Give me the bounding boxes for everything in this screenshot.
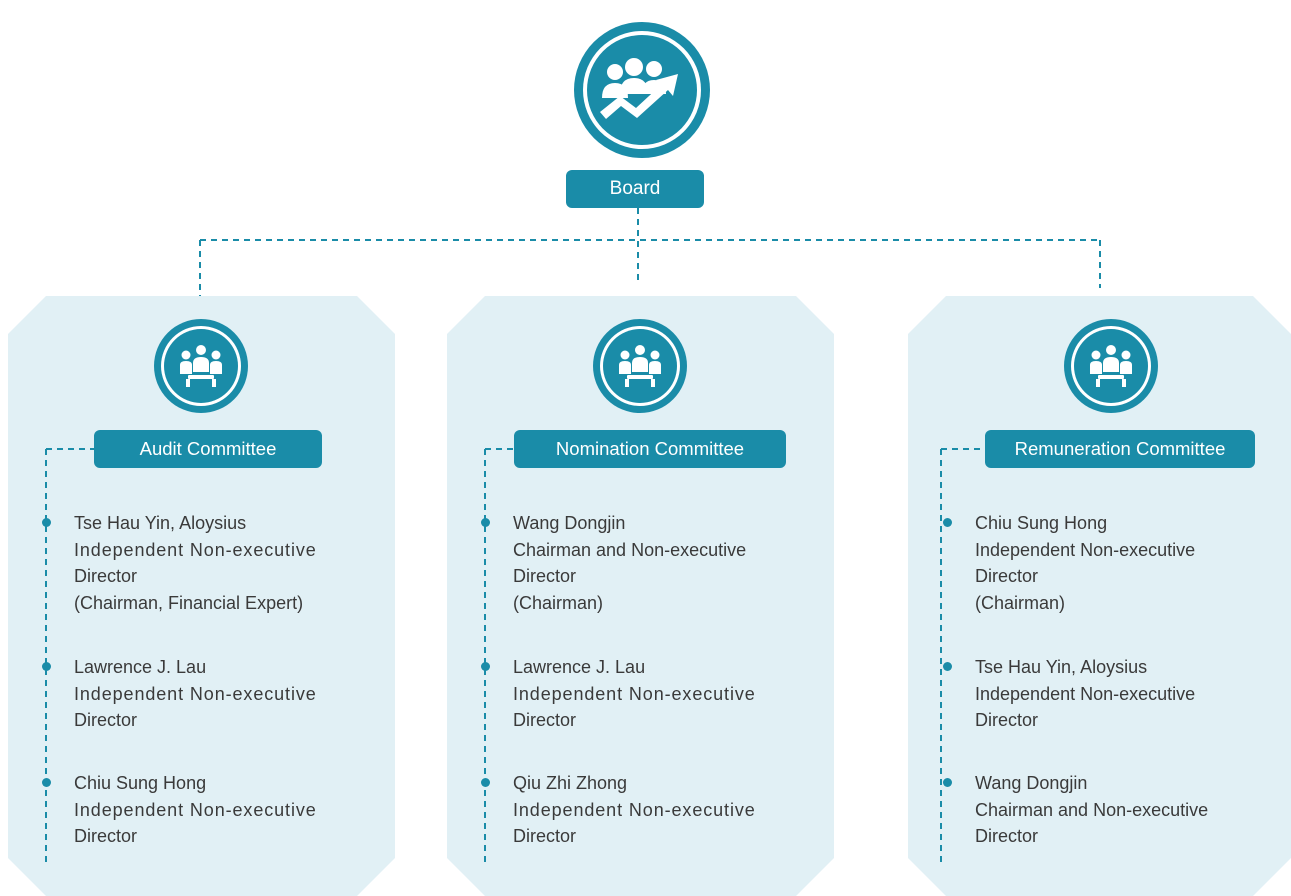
member-note: (Chairman) bbox=[513, 592, 604, 613]
member-role: Independent Non-executive bbox=[975, 539, 1196, 560]
member-title: Director bbox=[74, 826, 138, 846]
bullet-dot bbox=[481, 778, 490, 787]
member-item: Tse Hau Yin, Aloysius Independent Non-ex… bbox=[42, 510, 317, 616]
member-name: Chiu Sung Hong bbox=[975, 513, 1108, 533]
member-item: Lawrence J. Lau Independent Non-executiv… bbox=[481, 654, 756, 734]
member-name: Tse Hau Yin, Aloysius bbox=[74, 513, 247, 533]
committee-meeting-icon bbox=[1063, 318, 1159, 414]
committee-title: Remuneration Committee bbox=[985, 430, 1255, 468]
member-role: Independent Non-executive bbox=[513, 683, 756, 704]
member-name: Tse Hau Yin, Aloysius bbox=[975, 657, 1148, 677]
member-name: Lawrence J. Lau bbox=[74, 657, 207, 677]
member-title: Director bbox=[975, 566, 1039, 586]
member-name: Wang Dongjin bbox=[513, 513, 626, 533]
committee-meeting-icon bbox=[592, 318, 688, 414]
member-name: Lawrence J. Lau bbox=[513, 657, 646, 677]
remuneration-committee-panel: Remuneration Committee Chiu Sung Hong In… bbox=[908, 296, 1291, 896]
member-title: Director bbox=[74, 710, 138, 730]
member-role: Independent Non-executive bbox=[74, 799, 317, 820]
member-item: Wang Dongjin Chairman and Non-executive … bbox=[943, 770, 1209, 850]
member-item: Wang Dongjin Chairman and Non-executive … bbox=[481, 510, 747, 616]
member-title: Director bbox=[975, 826, 1039, 846]
member-item: Lawrence J. Lau Independent Non-executiv… bbox=[42, 654, 317, 734]
member-title: Director bbox=[513, 566, 577, 586]
team-growth-icon bbox=[572, 20, 712, 160]
member-name: Qiu Zhi Zhong bbox=[513, 773, 628, 793]
member-note: (Chairman) bbox=[975, 592, 1066, 613]
member-role: Chairman and Non-executive bbox=[513, 539, 747, 560]
member-connector-line bbox=[940, 448, 985, 866]
member-title: Director bbox=[975, 710, 1039, 730]
member-item: Chiu Sung Hong Independent Non-executive… bbox=[42, 770, 317, 850]
member-item: Qiu Zhi Zhong Independent Non-executive … bbox=[481, 770, 756, 850]
bullet-dot bbox=[481, 518, 490, 527]
bullet-dot bbox=[42, 662, 51, 671]
bullet-dot bbox=[481, 662, 490, 671]
bullet-dot bbox=[943, 518, 952, 527]
member-title: Director bbox=[513, 710, 577, 730]
bullet-dot bbox=[943, 662, 952, 671]
member-item: Tse Hau Yin, Aloysius Independent Non-ex… bbox=[943, 654, 1196, 734]
member-title: Director bbox=[74, 566, 138, 586]
bullet-dot bbox=[42, 518, 51, 527]
member-role: Independent Non-executive bbox=[975, 683, 1196, 704]
member-title: Director bbox=[513, 826, 577, 846]
member-name: Wang Dongjin bbox=[975, 773, 1088, 793]
member-role: Independent Non-executive bbox=[74, 683, 317, 704]
committee-title: Audit Committee bbox=[94, 430, 322, 468]
nomination-committee-panel: Nomination Committee Wang Dongjin Chairm… bbox=[447, 296, 834, 896]
member-item: Chiu Sung Hong Independent Non-executive… bbox=[943, 510, 1196, 616]
board-label: Board bbox=[566, 170, 704, 208]
member-role: Chairman and Non-executive bbox=[975, 799, 1209, 820]
committee-meeting-icon bbox=[153, 318, 249, 414]
member-role: Independent Non-executive bbox=[513, 799, 756, 820]
member-note: (Chairman, Financial Expert) bbox=[74, 592, 304, 613]
bullet-dot bbox=[42, 778, 51, 787]
bullet-dot bbox=[943, 778, 952, 787]
member-role: Independent Non-executive bbox=[74, 539, 317, 560]
committee-title: Nomination Committee bbox=[514, 430, 786, 468]
audit-committee-panel: Audit Committee Tse Hau Yin, Aloysius In… bbox=[8, 296, 395, 896]
member-name: Chiu Sung Hong bbox=[74, 773, 207, 793]
